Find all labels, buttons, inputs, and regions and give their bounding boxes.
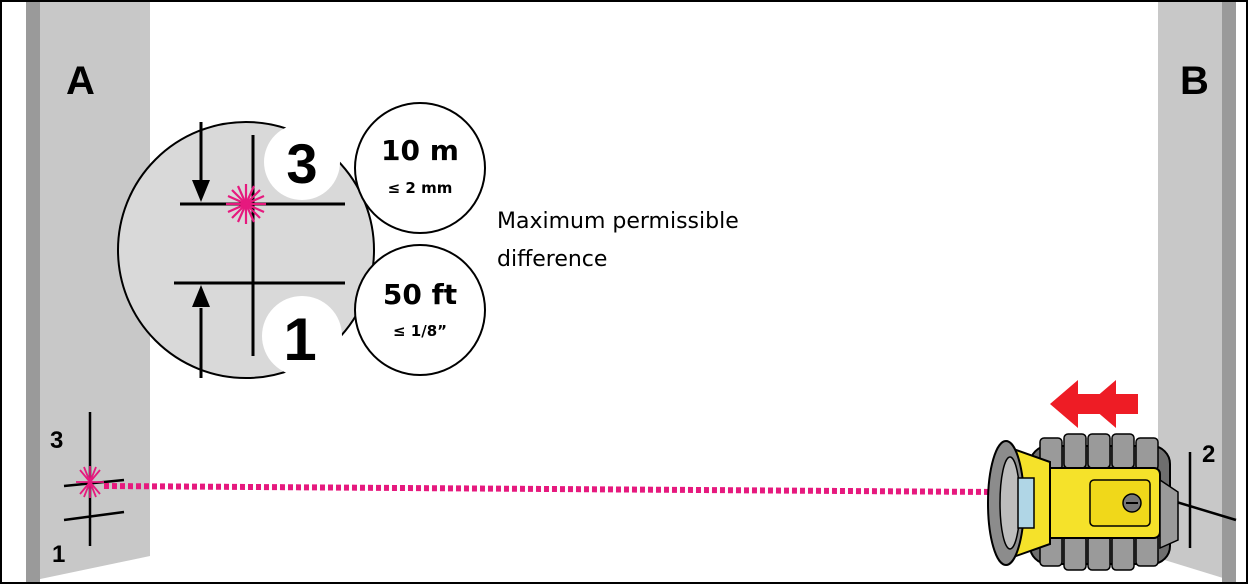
laser-dot-wall-icon <box>76 466 104 498</box>
wall-b-label: B <box>1180 59 1209 103</box>
wall-a-marks <box>63 412 125 546</box>
imperial-distance: 50 ft <box>383 278 457 311</box>
direction-left-arrows-icon <box>1050 380 1138 428</box>
wall-b <box>1158 2 1236 582</box>
metric-tolerance: ≤ 2 mm <box>388 179 453 197</box>
metric-distance: 10 m <box>381 134 459 167</box>
lower-mark-badge <box>262 296 342 376</box>
note-line-1: Maximum permissible <box>497 209 739 234</box>
wall-a <box>26 2 150 582</box>
wall-b-mark-2: 2 <box>1202 441 1215 468</box>
note-line-2: difference <box>497 247 607 272</box>
wall-a-label: A <box>66 59 95 103</box>
arrow-down-icon <box>192 180 210 202</box>
upper-mark-number: 3 <box>286 132 317 195</box>
arrow-up-icon <box>192 285 210 307</box>
wall-a-mark-3: 3 <box>50 427 63 454</box>
spec-imperial: 50 ft ≤ 1/8” <box>354 244 486 376</box>
lower-mark-number: 1 <box>283 306 316 373</box>
laser-level-device-icon <box>987 433 1179 571</box>
laser-dot-zoom-icon <box>226 184 266 224</box>
zoom-detail: 3 1 <box>117 121 375 379</box>
wall-a-mark-1: 1 <box>52 541 65 568</box>
spec-metric: 10 m ≤ 2 mm <box>354 102 486 234</box>
upper-mark-badge <box>264 124 340 200</box>
laser-beam <box>103 483 995 495</box>
imperial-tolerance: ≤ 1/8” <box>393 322 447 340</box>
